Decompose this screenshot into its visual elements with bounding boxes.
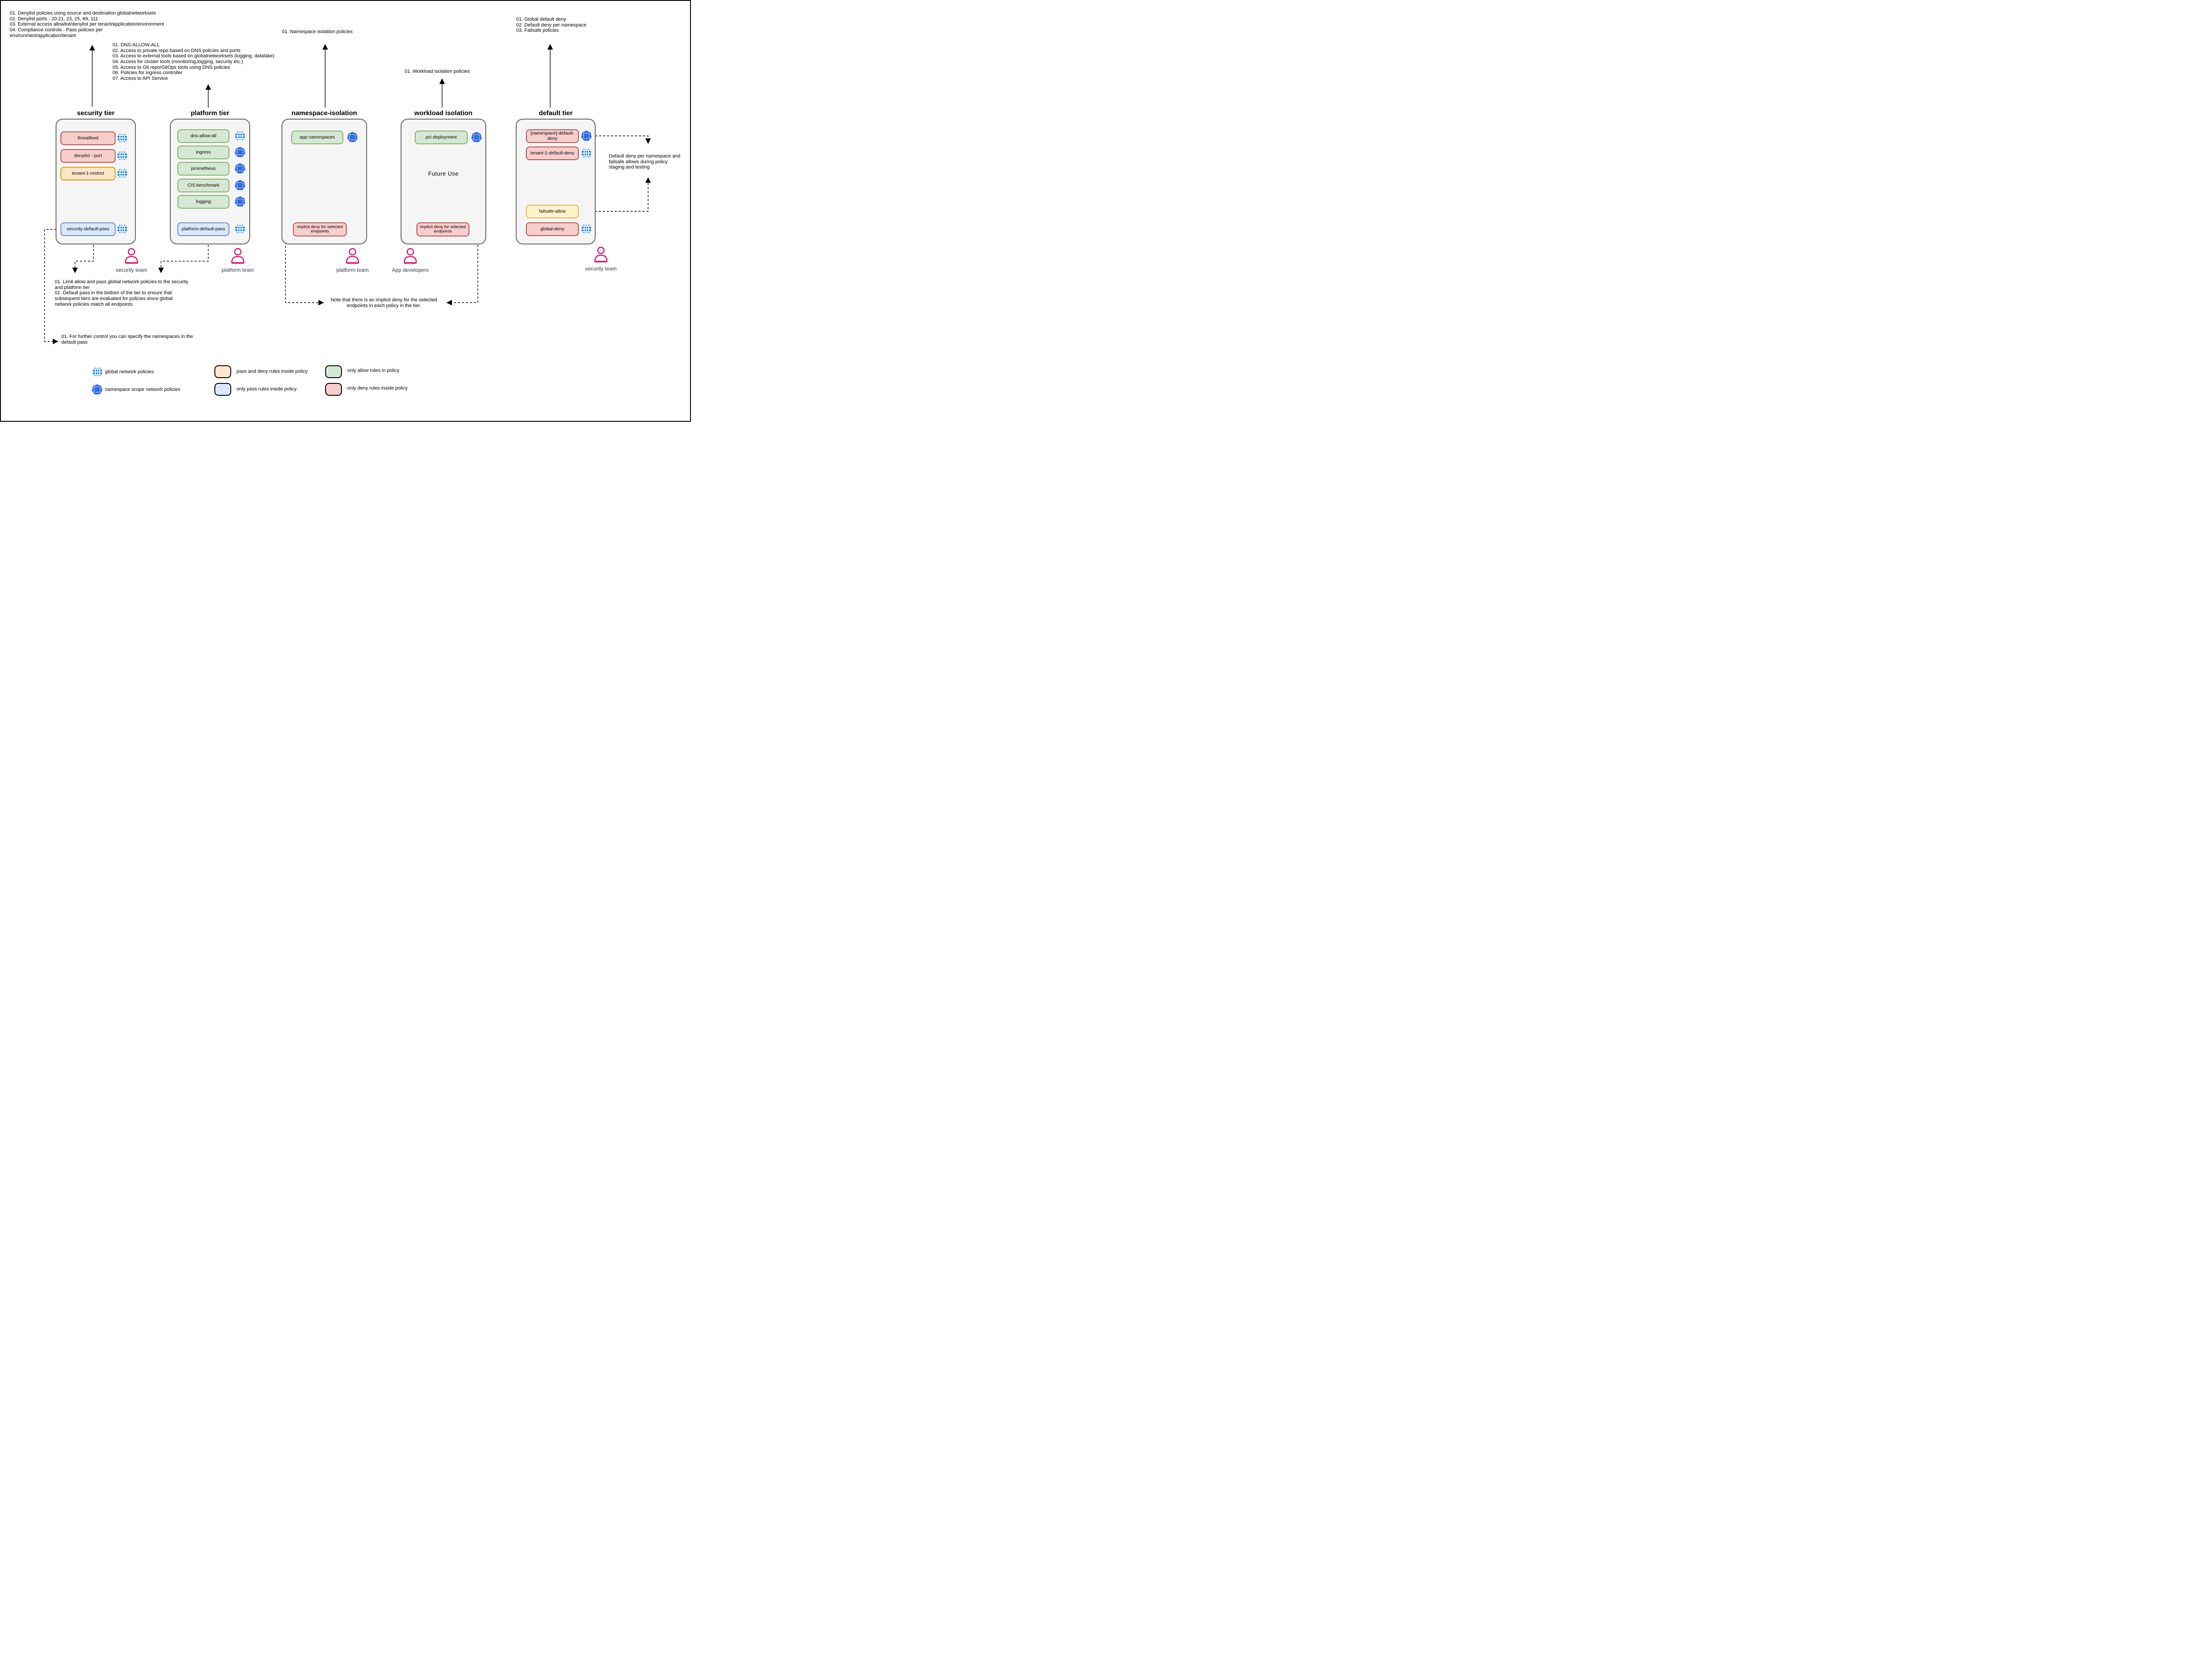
policy-pci-deployment: pci deployment (415, 131, 468, 144)
globe-icon (116, 150, 128, 161)
tier-platform: platform tier dns-allow-all ingress prom… (170, 109, 250, 244)
further-control-note: 01. For further control you can specify … (61, 334, 193, 345)
policy-platform-default-pass: platform-default-pass (177, 222, 229, 236)
team-label: security team (585, 266, 617, 272)
implicit-deny-note: Note that there is an implicit deny for … (330, 297, 437, 308)
team-label: App developers (392, 267, 429, 273)
legend-only-deny: only deny rules inside policy (347, 386, 408, 391)
legend-swatch-only-deny (325, 383, 342, 396)
tier-title-platform: platform tier (191, 109, 229, 117)
person-icon (345, 248, 360, 265)
platform-tier-notes: 01. DNS-ALLOW-ALL 02. Access to private … (113, 42, 274, 81)
future-use-label: Future Use (428, 170, 459, 177)
policy-denylist-port: denylist - port (60, 149, 116, 163)
namespace-icon (234, 163, 246, 174)
policy-global-deny: global-deny (526, 222, 579, 236)
policy-workload-implicit-deny: implicit deny for selected endpoints (416, 222, 469, 236)
staging-note: Default deny per namespace and failsafe … (609, 154, 681, 170)
globe-icon (116, 223, 128, 235)
tier-security: security tier threatfeed denylist - port… (56, 109, 136, 244)
legend-swatch-only-pass (214, 383, 231, 396)
policy-ingress: ingress (177, 146, 229, 159)
legend-only-allow: only allow rules in policy (347, 368, 399, 373)
team-label: security team (116, 267, 147, 273)
legend-pass-and-deny: pass and deny rules inside policy (236, 369, 308, 374)
legend-swatch-pass-and-deny (214, 365, 231, 378)
policy-tenant-1-default-deny: tenant-1-default-deny (526, 146, 579, 160)
legend-swatch-only-allow (325, 365, 342, 378)
namespace-icon (234, 146, 246, 158)
namespace-icon (471, 131, 482, 143)
globe-icon (92, 366, 103, 378)
namespace-icon (347, 131, 358, 143)
team-platform-2: platform team (328, 248, 377, 273)
team-security-1: security team (107, 248, 156, 273)
workload-isolation-note: 01. Workload isolation policies (405, 69, 470, 74)
legend-only-pass: only pass rules inside policy (236, 386, 297, 392)
person-icon (403, 248, 418, 265)
namespace-icon (581, 130, 592, 142)
team-app-developers: App developers (386, 248, 435, 273)
legend-namespace-scope: namespace scope network policies (105, 387, 180, 392)
policy-security-default-pass: security-default-pass (60, 222, 116, 236)
globe-icon (581, 147, 592, 159)
person-icon (230, 248, 245, 265)
policy-prometheus: prometheus (177, 162, 229, 176)
legend-global-network-policies: global network policies (105, 369, 154, 375)
tier-title-default: default tier (539, 109, 573, 117)
policy-logging: logging (177, 195, 229, 209)
connector-security-tier-limit-note (72, 245, 94, 274)
policy-cis-benchmark: CIS benchmark (177, 179, 229, 192)
globe-icon (116, 168, 128, 179)
tier-workload-isolation: workload isolation pci deployment Future… (401, 109, 486, 244)
tier-title-security: security tier (77, 109, 115, 117)
limit-pass-note: 01. Limit allow and pass global network … (55, 279, 188, 307)
team-label: platform team (221, 267, 254, 273)
policy-threatfeed: threatfeed (60, 131, 116, 145)
namespace-icon (91, 384, 103, 395)
person-icon (593, 247, 608, 263)
globe-icon (581, 223, 592, 235)
globe-icon (234, 223, 246, 235)
tier-namespace-isolation: namespace-isolation app namespaces impli… (281, 109, 367, 244)
policy-namespace-default-deny: [namespace]-default-deny (526, 129, 579, 143)
connector-namespace-default-deny-staging-note (591, 135, 651, 144)
policy-tenant-1-restrict: tenant-1-restrict (60, 167, 116, 180)
tier-title-namespace-isolation: namespace-isolation (291, 109, 357, 117)
policy-dns-allow-all: dns-allow-all (177, 129, 229, 143)
person-icon (124, 248, 139, 265)
namespace-icon (234, 196, 246, 207)
globe-icon (116, 132, 128, 144)
team-security-2: security team (577, 247, 625, 272)
policy-ns-implicit-deny: implicit deny for selected endpoints (293, 222, 347, 236)
globe-icon (234, 130, 246, 142)
namespace-icon (234, 180, 246, 191)
connector-platform-tier-limit-note (158, 245, 209, 274)
team-platform-1: platform team (214, 248, 262, 273)
team-label: platform team (336, 267, 369, 273)
default-tier-notes: 01. Global default deny 02. Default deny… (516, 17, 586, 34)
network-policy-tiers-diagram: 01. Denylist policies using source and d… (0, 0, 691, 422)
tier-default: default tier [namespace]-default-deny te… (516, 109, 596, 244)
policy-failsafe-allow: failsafe-allow (526, 205, 579, 218)
namespace-isolation-note: 01. Namespace isolation policies (282, 29, 353, 34)
tier-title-workload-isolation: workload isolation (414, 109, 473, 117)
policy-app-namespaces: app namespaces (291, 131, 343, 144)
security-tier-notes: 01. Denylist policies using source and d… (10, 11, 164, 38)
